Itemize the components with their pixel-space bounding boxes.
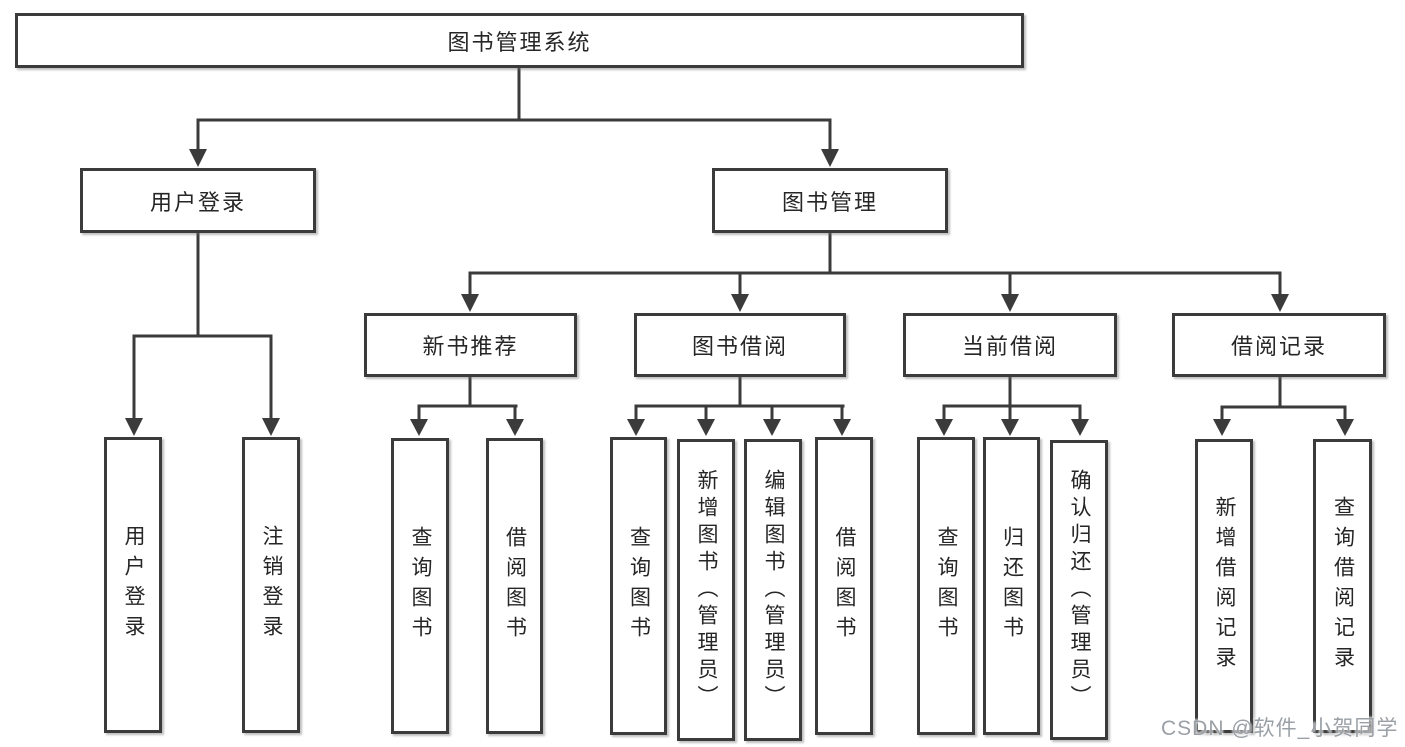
- leaf-borrowing-borrow-books-label: 借阅图书: [833, 526, 856, 646]
- leaf-borrowing-add-books-admin-label: 新增图书（管理员）: [695, 468, 718, 712]
- leaf-borrowing-edit-books-admin: 编辑图书（管理员）: [744, 439, 802, 741]
- node-new-book-recommend: 新书推荐: [364, 313, 577, 377]
- leaf-borrowing-borrow-books: 借阅图书: [815, 437, 873, 735]
- node-book-management: 图书管理: [712, 168, 948, 233]
- leaf-recommend-borrow-books-label: 借阅图书: [503, 526, 527, 646]
- node-book-borrowing-label: 图书借阅: [691, 334, 788, 359]
- node-root-system: 图书管理系统: [15, 13, 1024, 68]
- node-book-management-label: 图书管理: [781, 189, 878, 215]
- node-new-book-recommend-label: 新书推荐: [422, 334, 519, 359]
- leaf-recommend-query-books-label: 查询图书: [409, 526, 432, 646]
- node-book-borrowing: 图书借阅: [634, 313, 846, 377]
- node-root-system-label: 图书管理系统: [447, 29, 592, 55]
- leaf-borrowing-edit-books-admin-label: 编辑图书（管理员）: [762, 468, 785, 712]
- node-current-borrowing: 当前借阅: [903, 313, 1117, 377]
- leaf-records-query-record-label: 查询借阅记录: [1331, 496, 1355, 676]
- leaf-logout-label: 注销登录: [260, 525, 283, 645]
- leaf-borrowing-query-books: 查询图书: [610, 437, 667, 735]
- leaf-user-login-label: 用户登录: [122, 525, 145, 645]
- csdn-watermark: CSDN @软件_小贺同学: [1161, 717, 1399, 740]
- leaf-recommend-borrow-books: 借阅图书: [486, 438, 543, 734]
- leaf-records-query-record: 查询借阅记录: [1313, 439, 1372, 733]
- leaf-current-return-books-label: 归还图书: [1000, 526, 1024, 646]
- node-borrowing-records-label: 借阅记录: [1230, 334, 1327, 359]
- leaf-recommend-query-books: 查询图书: [391, 438, 449, 734]
- node-current-borrowing-label: 当前借阅: [961, 334, 1058, 359]
- leaf-current-confirm-return-admin: 确认归还（管理员）: [1050, 440, 1108, 740]
- leaf-records-add-record-label: 新增借阅记录: [1213, 496, 1236, 676]
- leaf-user-login: 用户登录: [104, 437, 162, 733]
- leaf-current-query-books-label: 查询图书: [935, 526, 958, 646]
- node-user-login: 用户登录: [80, 168, 316, 233]
- leaf-borrowing-add-books-admin: 新增图书（管理员）: [677, 439, 735, 741]
- leaf-logout: 注销登录: [242, 437, 300, 733]
- leaf-current-confirm-return-admin-label: 确认归还（管理员）: [1068, 468, 1091, 712]
- leaf-current-query-books: 查询图书: [917, 437, 975, 735]
- node-borrowing-records: 借阅记录: [1172, 313, 1386, 377]
- leaf-borrowing-query-books-label: 查询图书: [627, 526, 651, 646]
- leaf-current-return-books: 归还图书: [983, 437, 1040, 735]
- node-user-login-label: 用户登录: [149, 189, 246, 215]
- leaf-records-add-record: 新增借阅记录: [1195, 439, 1253, 733]
